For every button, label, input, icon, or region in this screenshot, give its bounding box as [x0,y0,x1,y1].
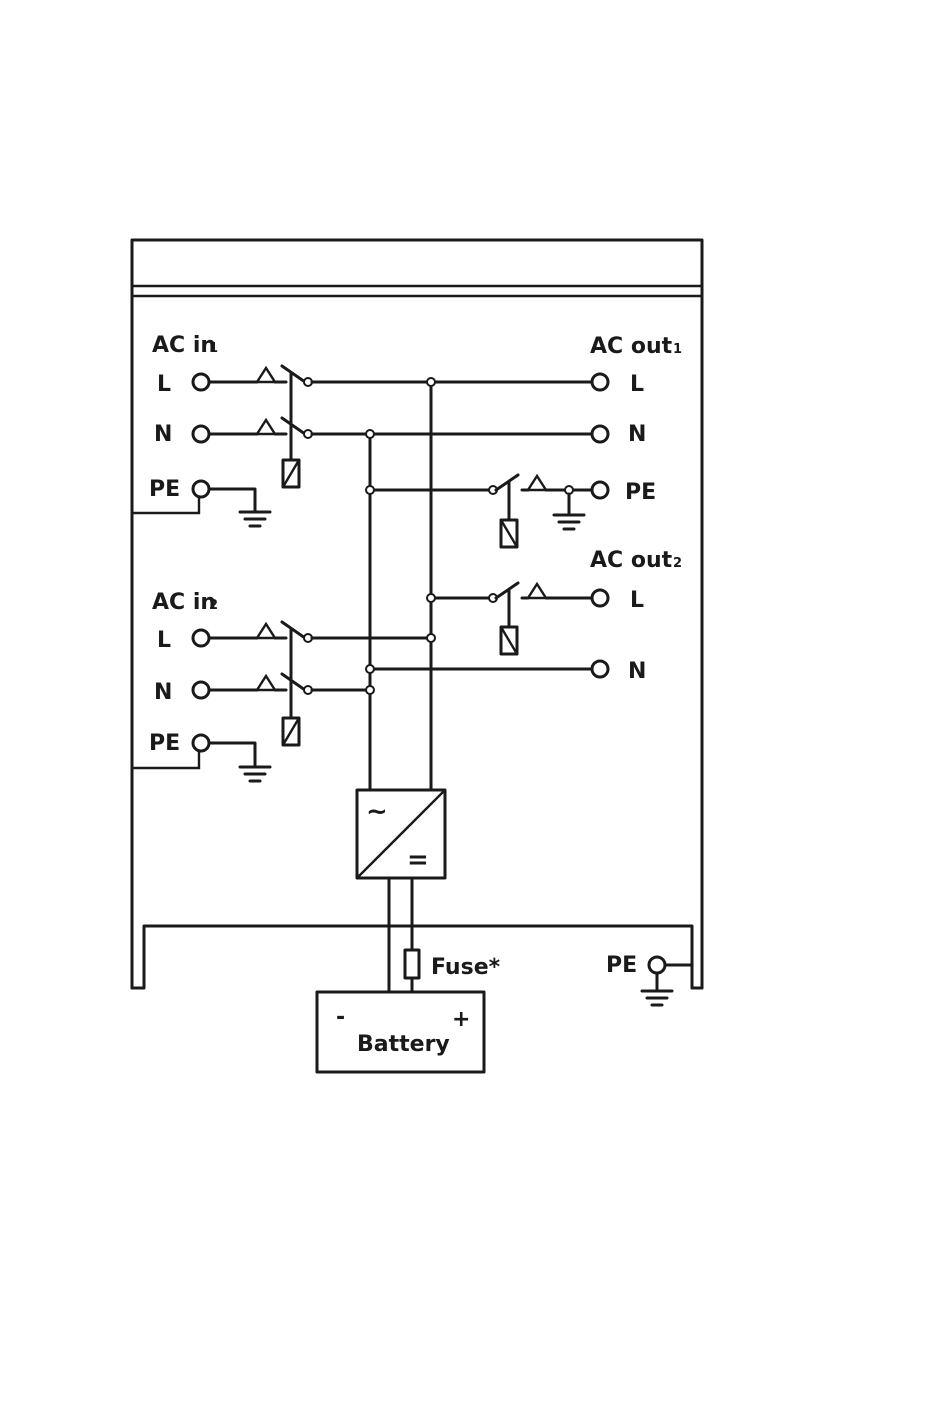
ac-in-1-l-switch-icon [282,366,305,382]
battery-minus-icon: - [336,1005,345,1030]
ac-in-2-pe-terminal [193,735,209,751]
ac-in-2-n-label: N [154,680,172,705]
ac-in-1-l-terminal [193,374,209,390]
ac-in-1-group: AC in 1 L N PE [132,333,312,526]
ac-in-1-l-contact-icon [257,368,275,382]
ac-out-1-pe-switch-icon [496,475,518,490]
ac-out-1-index: 1 [673,342,682,357]
ac-out-2-group: AC out 2 L N [489,548,682,684]
ac-out-2-n-label: N [628,659,646,684]
chassis-pe-terminal [649,957,665,973]
ac-in-1-n-contact-icon [257,420,275,434]
ac-out-1-l-terminal [592,374,608,390]
ac-out-2-l-switch-icon [496,583,518,598]
ac-in-2-l-label: L [157,628,171,653]
ac-in-2-l-contact-icon [257,624,275,638]
ac-in-1-n-label: N [154,422,172,447]
ac-in-2-l-terminal [193,630,209,646]
chassis-earth: PE [606,953,692,1005]
ac-out-2-l-terminal [592,590,608,606]
ac-out-1-title: AC out [590,334,673,359]
ac-out-1-l-label: L [630,372,644,397]
battery-label: Battery [357,1032,450,1057]
ac-out-1-n-label: N [628,422,646,447]
ac-in-2-l-switch-icon [282,622,305,638]
ac-symbol-icon: ~ [366,797,388,827]
ac-in-1-title: AC in [152,333,216,358]
ac-out-2-l-label: L [630,588,644,613]
ac-in-2-title: AC in [152,590,216,615]
ac-out-2-index: 2 [673,556,682,571]
fuse-icon [405,950,419,978]
chassis-pe-label: PE [606,953,637,978]
ac-out-1-pe-contact-icon [528,476,546,490]
dc-symbol-icon: = [407,845,429,875]
dc-circuit: Fuse* - + Battery [317,878,501,1072]
ac-in-2-index: 2 [209,598,218,613]
ac-in-2-group: AC in 2 L N PE [132,590,312,781]
ac-in-1-pe-terminal [193,481,209,497]
internal-bus [312,378,592,790]
inverter: ~ = [357,790,445,878]
ac-in-1-pe-label: PE [149,477,180,502]
ac-out-1-pe-terminal [592,482,608,498]
ac-out-1-group: AC out 1 L N PE [489,334,682,547]
ac-in-1-n-switch-icon [282,418,305,434]
ac-in-2-n-switch-icon [282,674,305,690]
ac-out-2-title: AC out [590,548,673,573]
ac-in-2-n-terminal [193,682,209,698]
ac-out-2-n-terminal [592,661,608,677]
ac-out-1-n-terminal [592,426,608,442]
ac-out-1-pe-label: PE [625,480,656,505]
battery-plus-icon: + [452,1007,470,1032]
ac-in-1-n-terminal [193,426,209,442]
ac-in-1-index: 1 [209,341,218,356]
ac-out-2-l-contact-icon [528,584,546,598]
ac-in-2-n-contact-icon [257,676,275,690]
ac-in-1-l-label: L [157,372,171,397]
ac-in-2-pe-label: PE [149,731,180,756]
fuse-label: Fuse* [431,955,501,980]
